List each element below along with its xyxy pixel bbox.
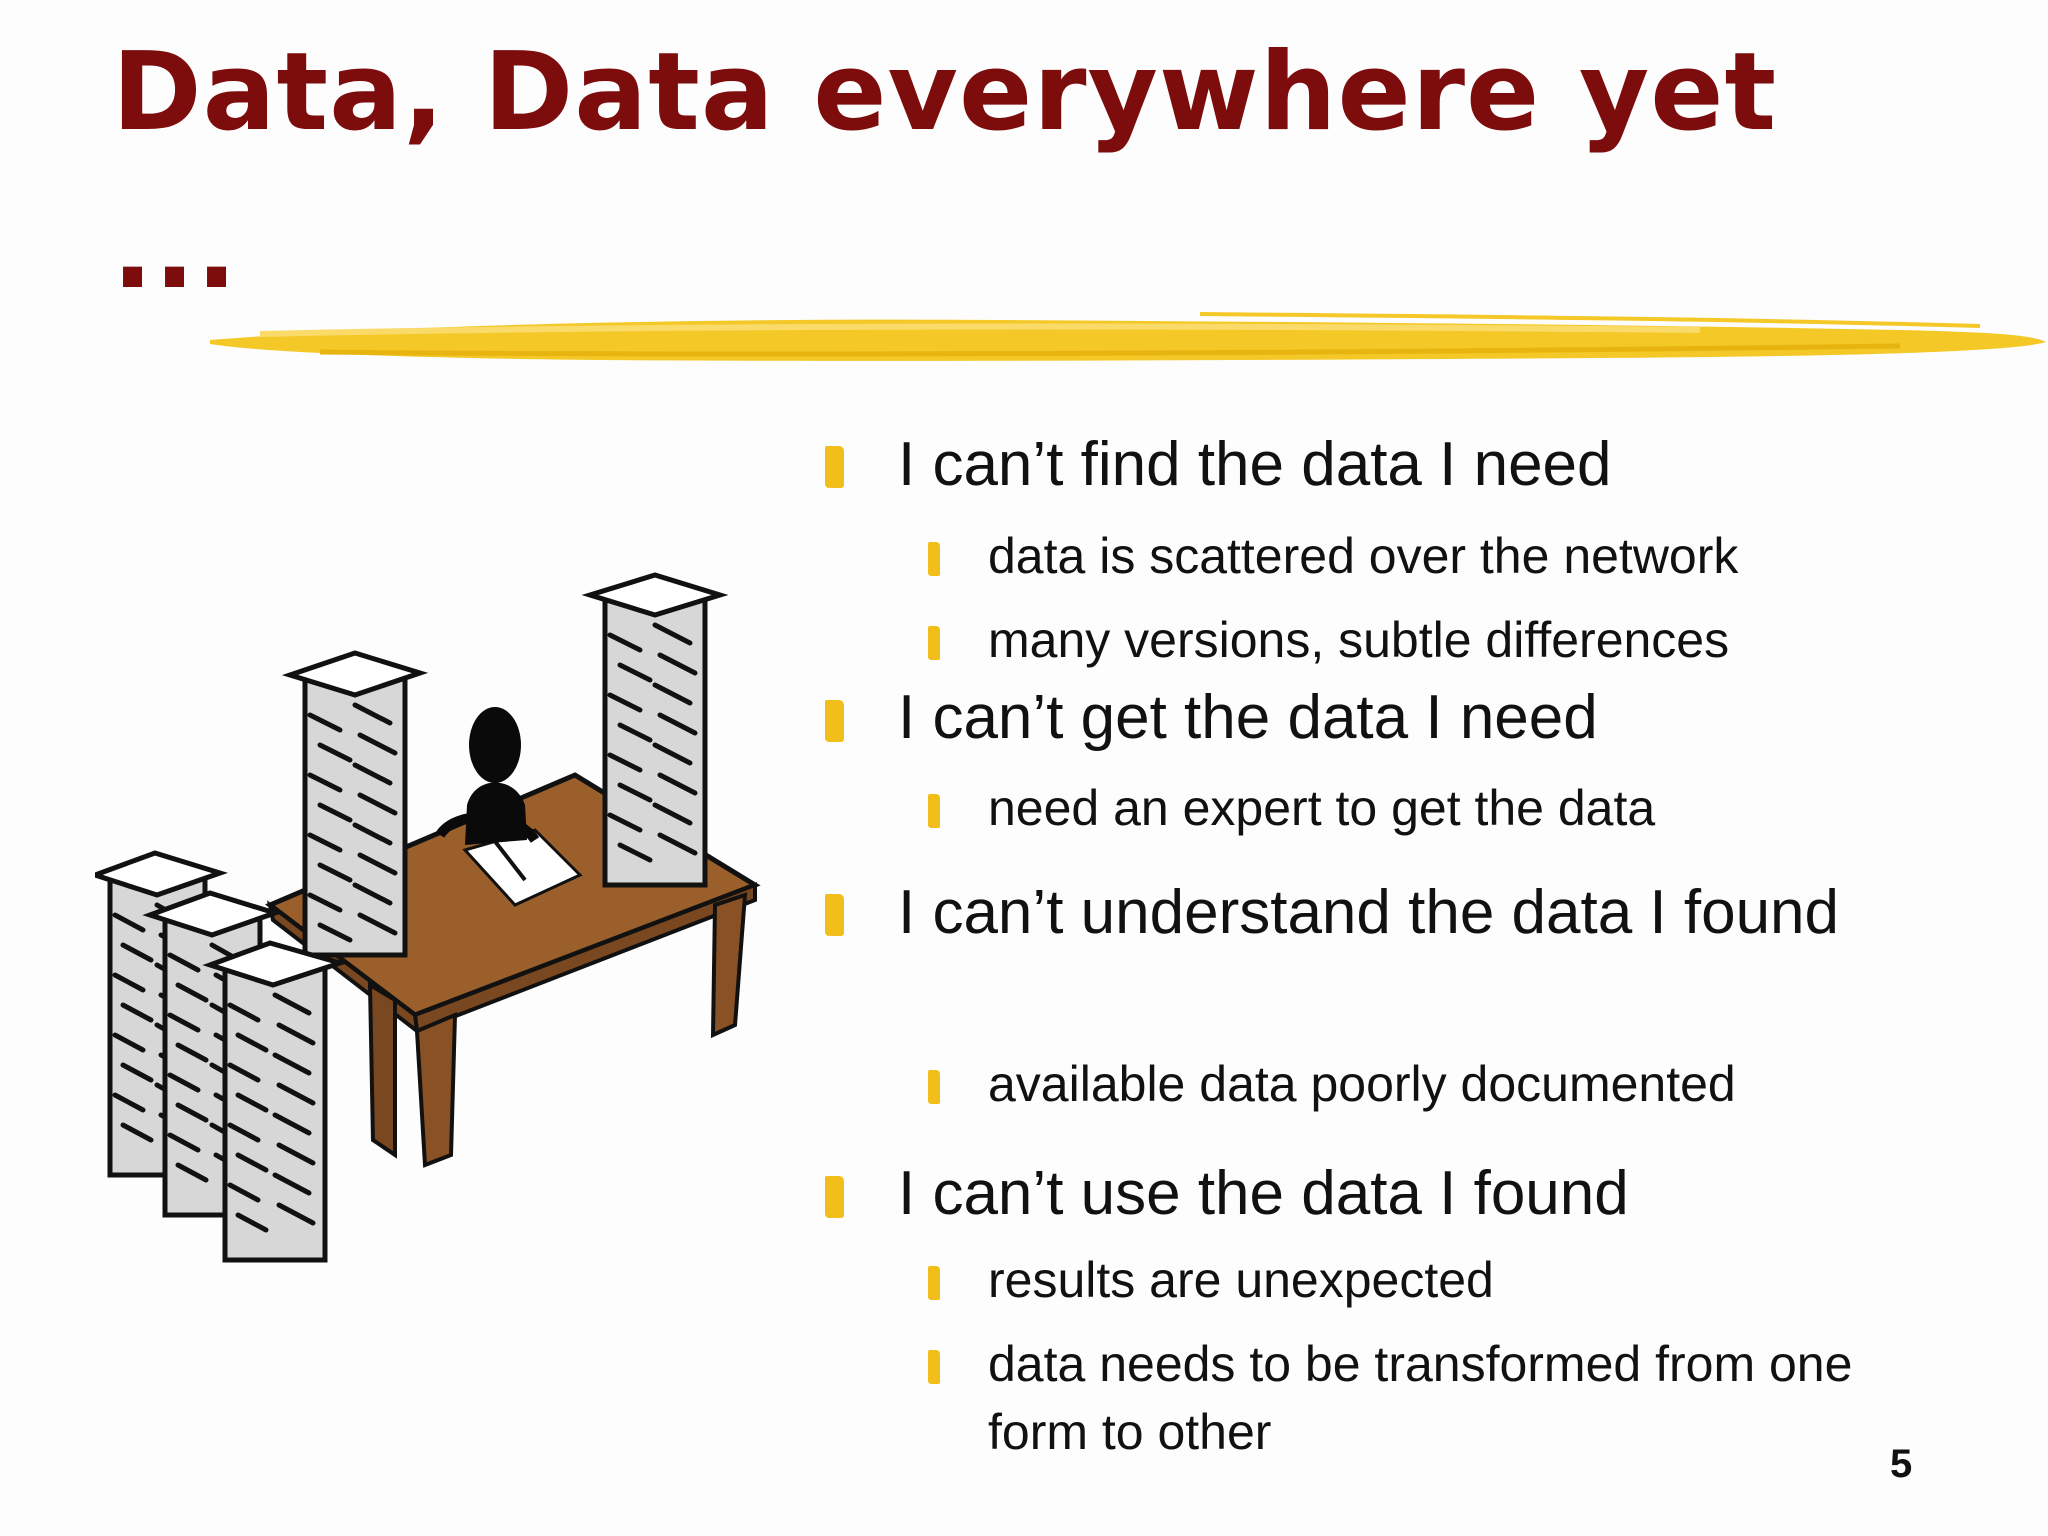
bullet-marker (825, 700, 844, 742)
bullet-item: I can’t find the data I need (898, 430, 1612, 499)
bullet-item: I can’t use the data I found (898, 1159, 1629, 1228)
slide-number: 5 (1890, 1442, 1913, 1486)
bullet-item: I can’t understand the data I found (898, 878, 1840, 947)
paper-stack-back-left (281, 650, 429, 958)
sub-bullet-item: data needs to be transformed from one fo… (988, 1336, 1853, 1460)
sub-bullet-marker (928, 1350, 940, 1384)
sub-bullet-item: data is scattered over the network (988, 528, 1739, 584)
sub-bullet-item: available data poorly documented (988, 1056, 1736, 1112)
sub-bullet-marker (928, 794, 940, 828)
sub-bullet-marker (928, 542, 940, 576)
paper-stack-front-3 (202, 940, 349, 1263)
bullet-marker (825, 446, 844, 488)
paper-stack-back-right (581, 572, 729, 888)
bullet-marker (825, 1176, 844, 1218)
bullet-item: I can’t get the data I need (898, 683, 1598, 752)
slide-title: Data, Data everywhere yet ... (112, 30, 1778, 313)
sub-bullet-marker (928, 626, 940, 660)
bullet-marker (825, 894, 844, 936)
sub-bullet-marker (928, 1266, 940, 1300)
sub-bullet-marker (928, 1070, 940, 1104)
sub-bullet-item: need an expert to get the data (988, 780, 1656, 836)
sub-bullet-item: results are unexpected (988, 1252, 1494, 1308)
desk-with-paper-stacks-illustration (95, 572, 761, 1263)
yellow-brush-stroke (210, 312, 2046, 361)
sub-bullet-item: many versions, subtle differences (988, 612, 1730, 668)
